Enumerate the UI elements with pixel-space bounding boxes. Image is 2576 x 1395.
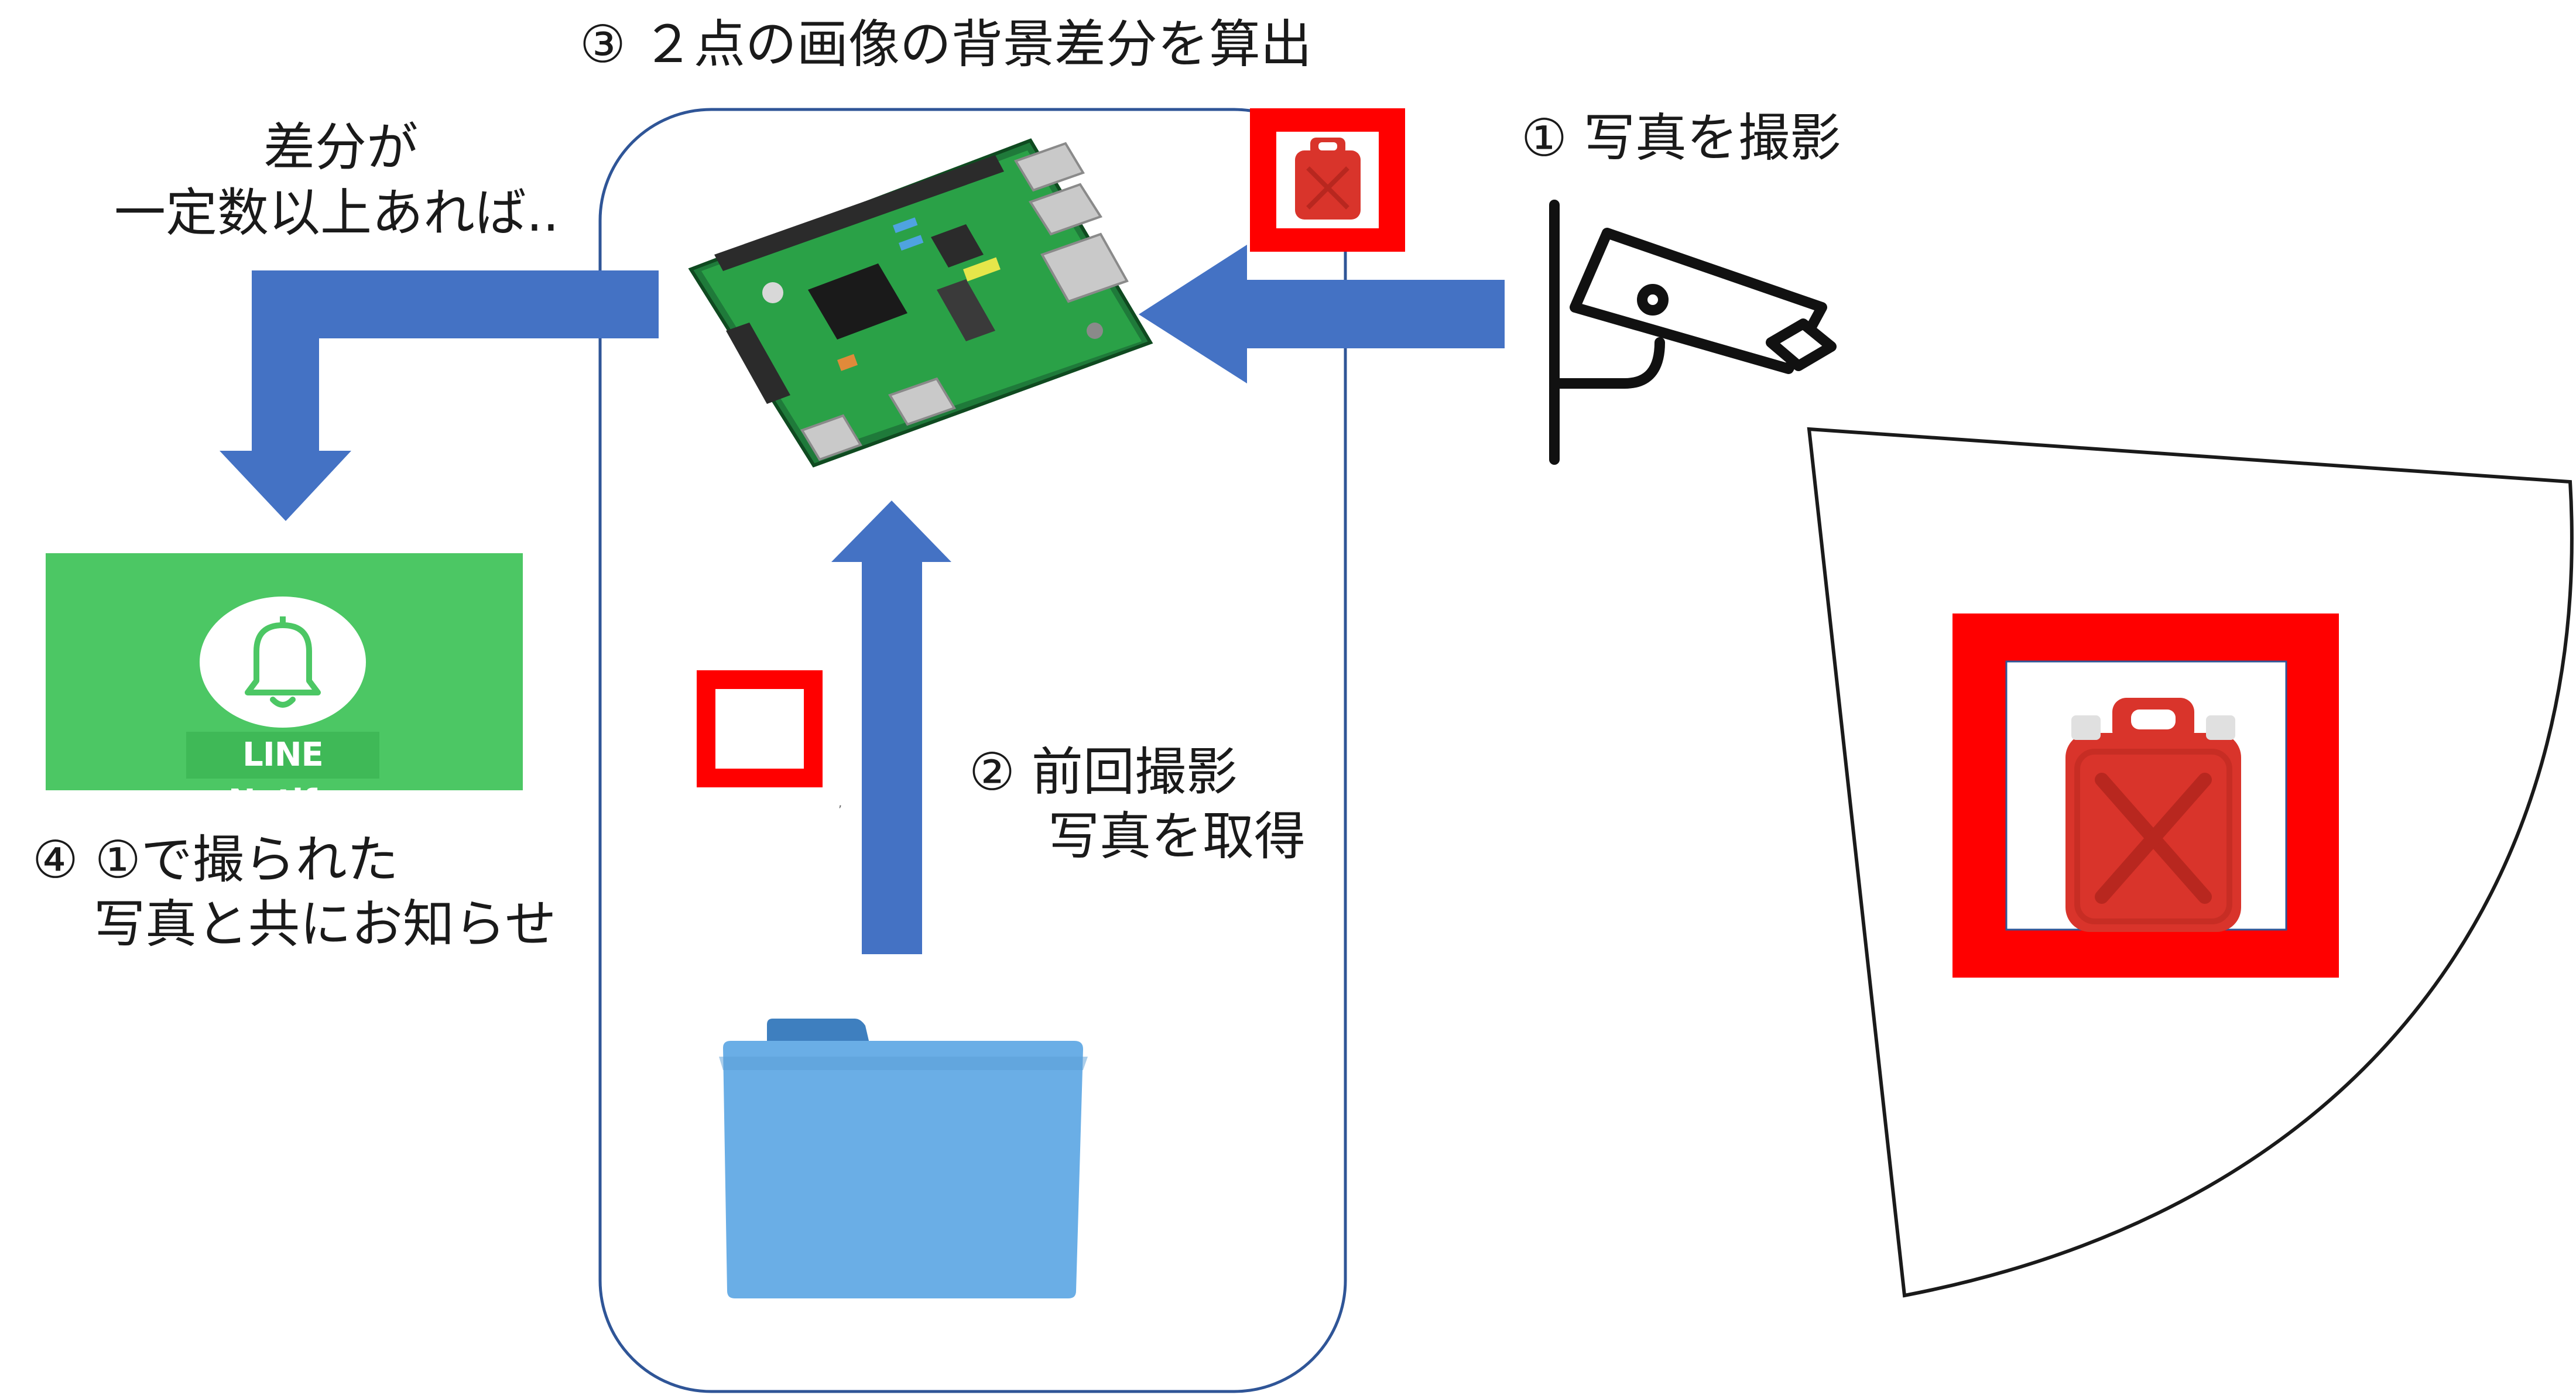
current-photo-thumbnail [1250, 108, 1405, 252]
raspberry-pi-icon [688, 138, 1153, 468]
step3-label: ③ ２点の画像の背景差分を算出 [580, 14, 1312, 74]
monitored-object-frame [1952, 613, 2339, 978]
previous-photo-thumbnail [697, 670, 823, 787]
diff-condition-line2: 一定数以上あれば.. [114, 183, 559, 243]
line-notify-badge: LINE Notify [186, 732, 379, 821]
line-notify-card: LINE Notify [46, 553, 523, 821]
fuel-tank-icon [2065, 698, 2241, 932]
bell-icon [200, 597, 366, 728]
diff-condition-line1: 差分が [263, 117, 419, 177]
fuel-tank-icon [1295, 138, 1361, 220]
step1-label: ① 写真を撮影 [1521, 108, 1841, 168]
server-container [598, 108, 1347, 1393]
step2-line1: ② 前回撮影 [969, 742, 1238, 802]
arrow-camera-to-board [1139, 245, 1505, 383]
stray-mark: , [838, 796, 842, 810]
step4-line1: ④ ①で撮られた [32, 830, 399, 890]
security-camera-icon [1549, 200, 1837, 465]
step4-line2: 写真と共にお知らせ [94, 894, 557, 954]
arrow-board-to-notify [220, 270, 659, 521]
arrow-folder-to-board [831, 501, 951, 954]
folder-icon [719, 1019, 1088, 1298]
step2-line2: 写真を取得 [1048, 806, 1306, 866]
